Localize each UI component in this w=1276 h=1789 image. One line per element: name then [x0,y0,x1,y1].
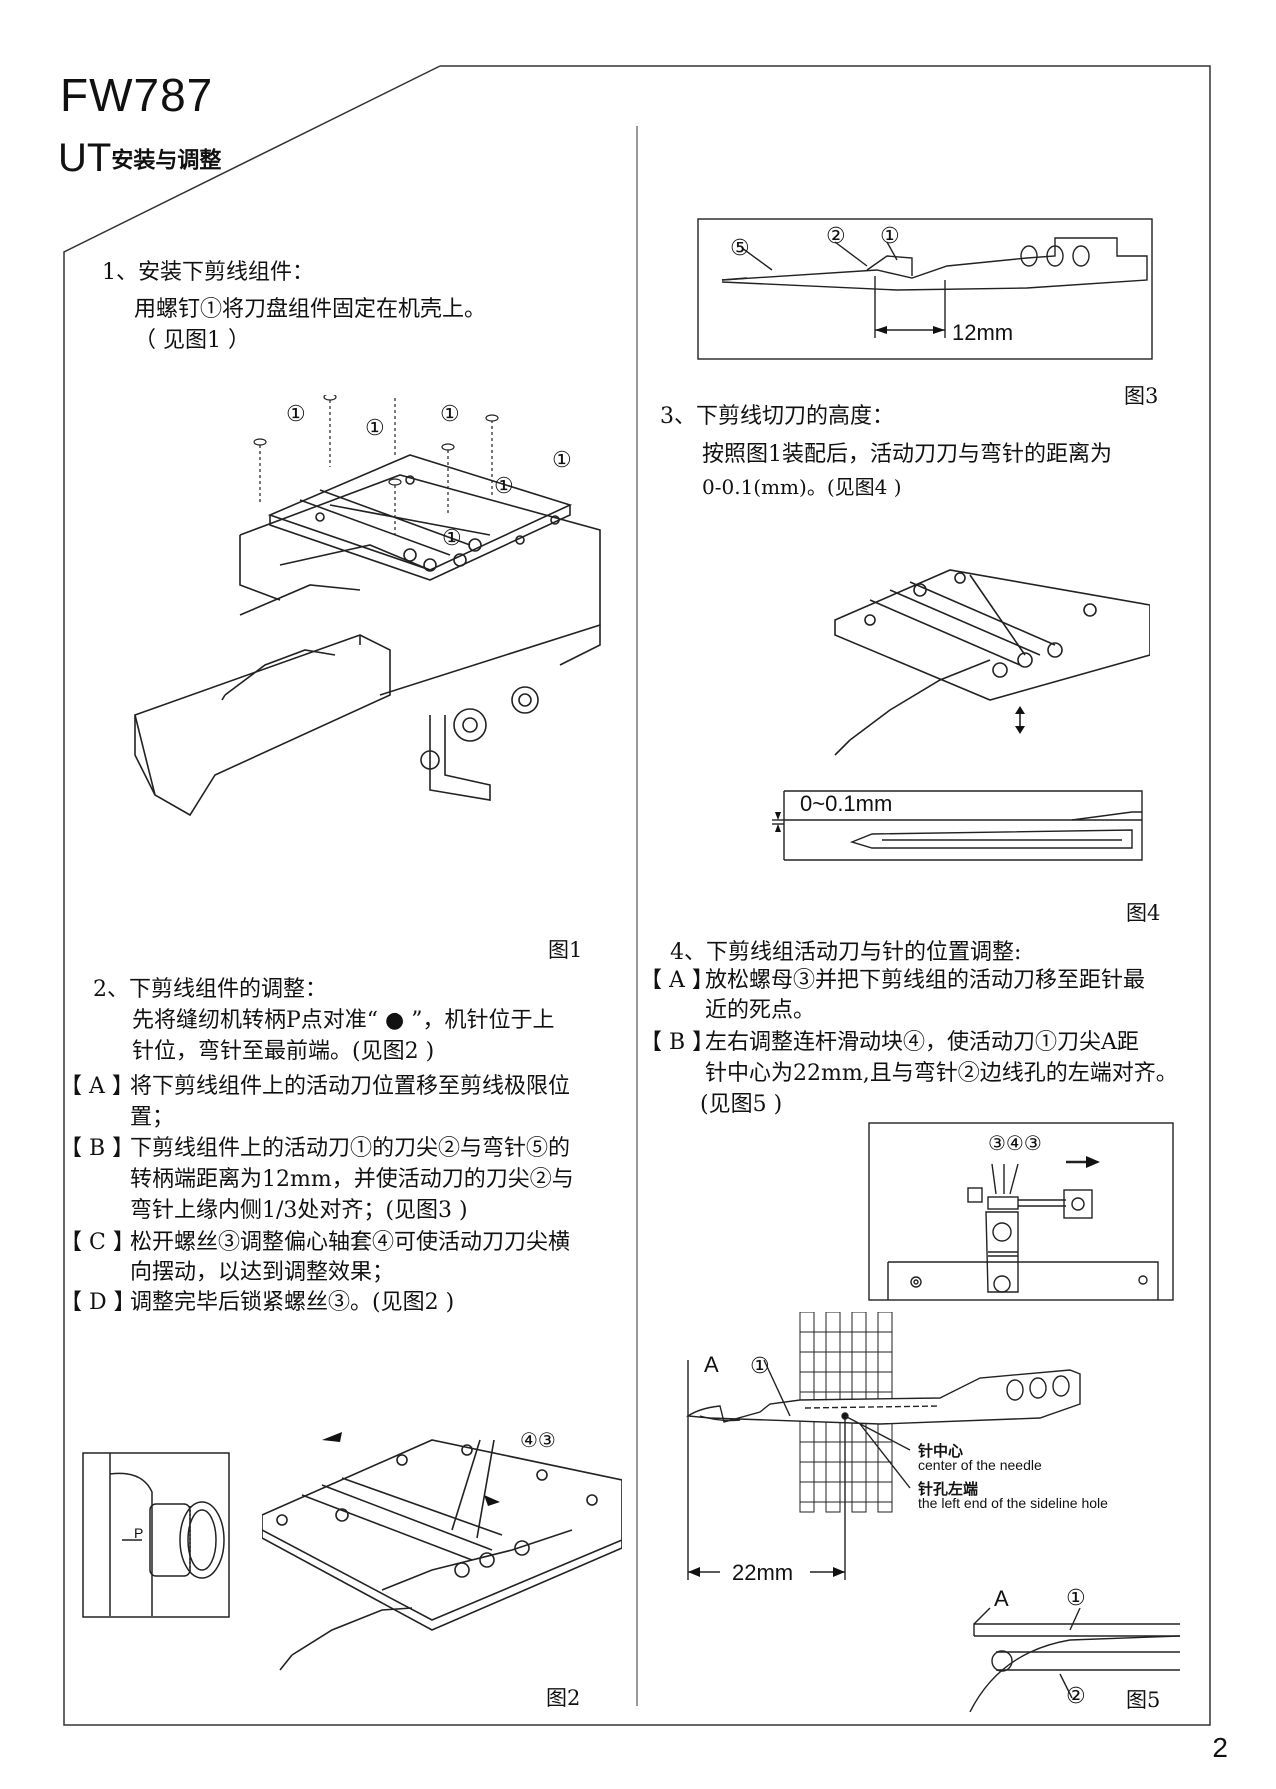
s2-heading: 2、下剪线组件的调整： [93,977,327,1002]
fig1-screw-label: ① [365,416,385,441]
s3-line1: 按照图1装配后，活动刀刀与弯针的距离为 [702,442,1112,467]
s2-a-tag: 【 A 】 [60,1074,134,1099]
figure-5-knife-needle [685,1312,1181,1712]
s4-a-tag: 【 A 】 [640,968,714,993]
fig5-hole-en: the left end of the sideline hole [918,1495,1108,1511]
fig3-label-1: ① [880,224,900,249]
fig2-caption: 图2 [546,1686,581,1710]
fig3-label-2: ② [826,224,846,249]
s2-d-tag: 【 D 】 [60,1290,136,1315]
s2-c-tag: 【 C 】 [60,1230,135,1255]
fig5-caption: 图5 [1126,1688,1161,1712]
s2-d-line1: 调整完毕后锁紧螺丝③。(见图2 ) [130,1290,455,1315]
title-text: 安装与调整 [111,147,222,173]
fig5-label-a: A [704,1352,719,1377]
s3-line2: 0-0.1(mm)。(见图4 ) [702,475,902,499]
s4-b-tag: 【 B 】 [640,1030,715,1055]
s1-line2: （ 见图1 ） [134,328,250,353]
s1-heading: 1、安装下剪线组件： [102,260,314,285]
fig1-screw-label: ① [440,402,460,427]
fig4-dimension: 0~0.1mm [800,791,893,816]
s2-a-line2: 置； [130,1105,175,1130]
fig2-labels: ④③ [520,1428,556,1452]
s2-a-line1: 将下剪线组件上的活动刀位置移至剪线极限位 [130,1074,571,1099]
s4-b-line3: (见图5 ) [700,1092,783,1117]
s1-line1: 用螺钉①将刀盘组件固定在机壳上。 [134,297,487,322]
fig1-screw-label: ① [552,448,572,473]
s2-b-line1: 下剪线组件上的活动刀①的刀尖②与弯针⑤的 [130,1136,571,1161]
s4-heading: 4、下剪线组活动刀与针的位置调整: [670,940,1022,965]
section-title: UT安装与调整 [58,136,221,181]
fig4-caption: 图4 [1126,901,1161,925]
fig5-labels: ③④③ [988,1131,1042,1155]
fig5-needle-en: center of the needle [918,1457,1042,1473]
s4-b-line1: 左右调整连杆滑动块④，使活动刀①刀尖A距 [705,1030,1139,1055]
fig5-label-a-lower: A [994,1586,1009,1611]
s2-b-line2: 转柄端距离为12mm，并使活动刀的刀尖②与 [130,1167,574,1192]
s2-c-line1: 松开螺丝③调整偏心轴套④可使活动刀刀尖横 [130,1230,571,1255]
s2-b-line3: 弯针上缘内侧1/3处对齐；(见图3 ) [130,1198,468,1223]
s4-a-line1: 放松螺母③并把下剪线组的活动刀移至距针最 [705,968,1146,993]
fig3-dimension: 12mm [952,320,1014,345]
fig5-hole-cn: 针孔左端 [918,1481,979,1498]
figure-3-knife-distance [697,218,1153,360]
fig1-screw-label: ① [286,402,306,427]
fig3-caption: 图3 [1124,384,1159,408]
figure-2-assembly [262,1432,622,1671]
s3-heading: 3、下剪线切刀的高度： [660,404,894,429]
fig1-screw-label: ① [494,474,514,499]
fig5-needle-cn: 针中心 [918,1443,964,1460]
s2-c-line2: 向摆动，以达到调整效果； [130,1260,395,1285]
fig5-label-1-lower: ① [1066,1586,1086,1611]
s4-a-line2: 近的死点。 [705,998,816,1023]
page-number: 2 [1212,1732,1228,1763]
s2-intro2: 针位，弯针至最前端。(见图2 ) [132,1039,435,1064]
figure-4-assembly [834,569,1150,756]
model-number: FW787 [60,69,214,121]
fig2-p-label: P [134,1525,144,1541]
figure-1-machine [134,395,601,817]
s4-b-line2: 针中心为22mm,且与弯针②边线孔的左端对齐。 [705,1061,1178,1086]
fig3-label-5: ⑤ [730,236,750,261]
fig1-caption: 图1 [548,938,583,962]
fig1-screw-label: ① [442,526,462,551]
s2-b-tag: 【 B 】 [60,1136,135,1161]
figure-4-gap-detail [772,790,1143,861]
figure-5-slider [868,1122,1174,1301]
fig5-dimension: 22mm [732,1560,794,1585]
s2-intro1: 先将缝纫机转柄P点对准“ ● ”，机针位于上 [132,1008,555,1033]
figure-2-handwheel [82,1452,230,1618]
title-prefix: UT [58,136,112,180]
fig5-label-1: ① [750,1354,770,1379]
fig5-label-2: ② [1066,1684,1086,1709]
